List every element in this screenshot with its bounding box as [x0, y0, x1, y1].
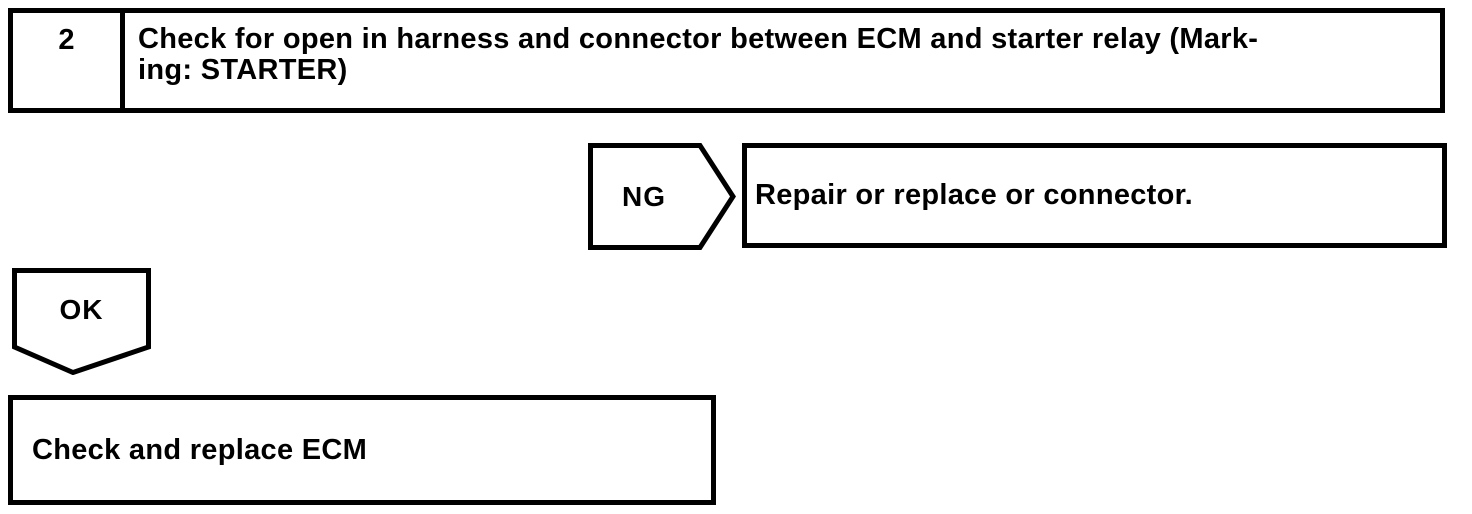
step-box: 2 Check for open in harness and connecto… [8, 8, 1445, 113]
ng-label: NG [622, 180, 666, 212]
step-instruction-line-2: ing: STARTER) [138, 54, 348, 86]
ok-label: OK [59, 294, 104, 325]
step-number: 2 [13, 13, 125, 108]
step-instruction-line-1: Check for open in harness and connector … [138, 23, 1259, 55]
ng-action-box: Repair or replace or connector. [742, 143, 1447, 248]
ok-action-box: Check and replace ECM [8, 395, 716, 505]
ok-action-text: Check and replace ECM [32, 433, 368, 466]
ng-pentagon-icon [588, 143, 736, 250]
ok-branch-arrow: OK [12, 268, 151, 375]
ng-branch-arrow: NG [588, 143, 736, 250]
ok-pentagon-icon [12, 268, 151, 375]
step-instruction: Check for open in harness and connector … [125, 13, 1440, 108]
ng-action-text: Repair or replace or connector. [755, 179, 1193, 211]
